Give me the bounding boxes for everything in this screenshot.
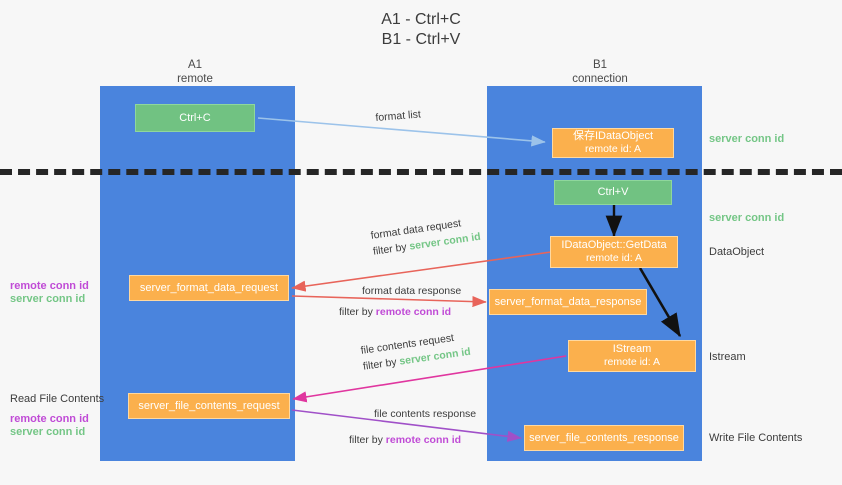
box-server-format-data-response-label: server_format_data_response: [494, 295, 642, 308]
filter-value-remote-conn-id: remote conn id: [385, 434, 462, 446]
edge-label-format-list: format list: [375, 108, 422, 124]
annotation-server-conn-id-mid: server conn id: [709, 212, 785, 224]
box-save-idataobject-line2: remote id: A: [584, 143, 642, 155]
box-save-idataobject[interactable]: 保存IDataObject remote id: A: [552, 128, 674, 158]
box-ctrl-v-label: Ctrl+V: [597, 186, 629, 198]
title-line-1: A1 - Ctrl+C: [381, 11, 461, 28]
annotation-istream: Istream: [709, 351, 746, 363]
lane-header-a1: A1 remote: [120, 58, 270, 86]
lane-b1-name: B1: [592, 59, 608, 71]
phase-divider: [0, 169, 842, 175]
lane-a1-name: A1: [187, 59, 203, 71]
filter-value-remote-conn-id: remote conn id: [375, 306, 452, 318]
box-istream-line1: IStream: [612, 343, 652, 355]
box-server-format-data-response[interactable]: server_format_data_response: [489, 289, 647, 315]
box-ctrl-v[interactable]: Ctrl+V: [554, 180, 672, 205]
annotation-server-conn-id-upper: server conn id: [10, 293, 86, 305]
box-getdata-line1: IDataObject::GetData: [561, 239, 667, 251]
box-server-format-data-request[interactable]: server_format_data_request: [129, 275, 289, 301]
box-server-format-data-request-label: server_format_data_request: [139, 281, 279, 294]
annotation-write-file-contents: Write File Contents: [709, 432, 803, 444]
annotation-server-conn-id-lower: server conn id: [10, 426, 86, 438]
box-istream[interactable]: IStream remote id: A: [568, 340, 696, 372]
filter-prefix: filter by: [349, 434, 386, 446]
box-save-idataobject-line1: 保存IDataObject: [572, 130, 654, 142]
annotation-remote-conn-id-upper: remote conn id: [10, 280, 89, 292]
edge-label-format-data-request-group: format data request filter by server con…: [370, 215, 482, 259]
diagram-title: A1 - Ctrl+C B1 - Ctrl+V: [0, 10, 842, 50]
box-server-file-contents-response[interactable]: server_file_contents_response: [524, 425, 684, 451]
box-ctrl-c[interactable]: Ctrl+C: [135, 104, 255, 132]
lane-header-b1: B1 connection: [520, 58, 680, 86]
box-server-file-contents-request-label: server_file_contents_request: [138, 399, 280, 412]
edge-label-file-contents-request-group: file contents request filter by server c…: [360, 330, 472, 374]
lane-a1-role: remote: [177, 73, 213, 85]
edge-label-file-contents-response: file contents response: [374, 408, 477, 420]
annotation-remote-conn-id-lower: remote conn id: [10, 413, 89, 425]
edge-label-format-data-response-filter: filter by remote conn id: [339, 306, 451, 319]
annotation-server-conn-id-top: server conn id: [709, 133, 785, 145]
box-server-file-contents-request[interactable]: server_file_contents_request: [128, 393, 290, 419]
annotation-read-file-contents: Read File Contents: [10, 393, 105, 405]
edge-label-file-contents-response-filter: filter by remote conn id: [349, 434, 461, 447]
edge-label-format-data-response: format data response: [362, 285, 462, 297]
filter-prefix: filter by: [362, 355, 401, 373]
title-line-2: B1 - Ctrl+V: [381, 31, 461, 48]
lane-b1-role: connection: [572, 73, 628, 85]
filter-prefix: filter by: [339, 306, 376, 318]
filter-prefix: filter by: [372, 240, 411, 258]
box-istream-line2: remote id: A: [603, 356, 661, 368]
box-ctrl-c-label: Ctrl+C: [179, 111, 211, 124]
box-getdata-line2: remote id: A: [585, 252, 643, 264]
box-server-file-contents-response-label: server_file_contents_response: [529, 431, 679, 444]
annotation-dataobject: DataObject: [709, 246, 765, 258]
box-getdata[interactable]: IDataObject::GetData remote id: A: [550, 236, 678, 268]
